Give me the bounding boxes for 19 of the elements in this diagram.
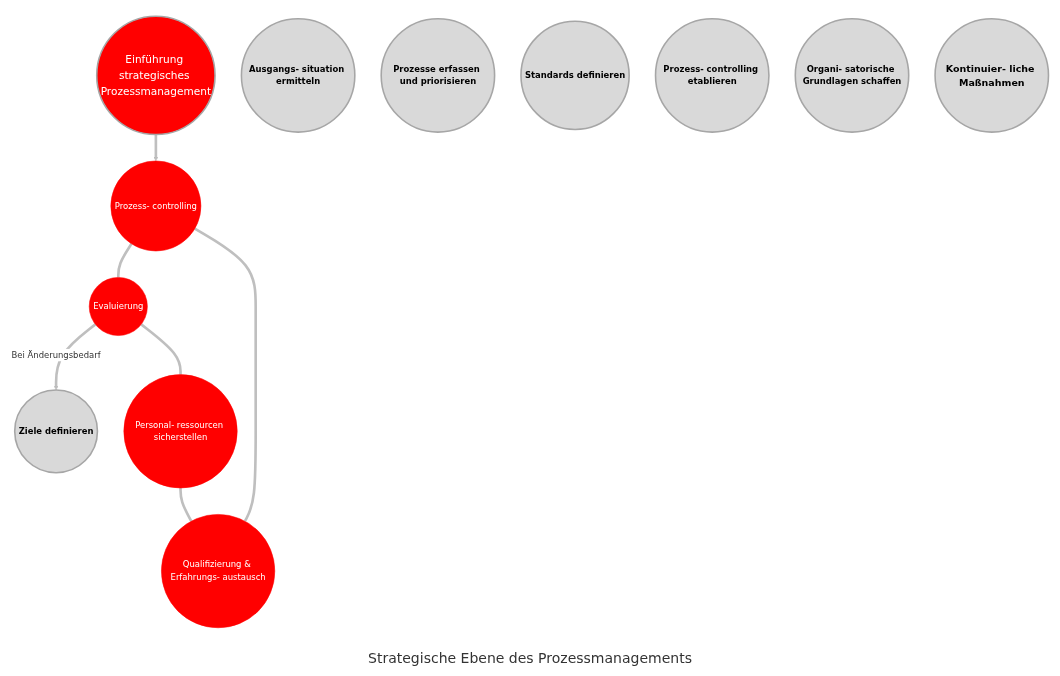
connector — [117, 243, 133, 278]
caption: Strategische Ebene des Prozessmanagements — [368, 649, 692, 668]
node-circle: Kontinuier- liche Maßnahmen — [934, 17, 1050, 133]
connector — [179, 488, 193, 522]
node-circle: Personal- ressourcen sicherstellen — [123, 374, 238, 489]
node-circle: Ausgangs- situation ermitteln — [240, 17, 356, 133]
node-circle: Prozess- controlling — [110, 160, 202, 252]
arrow — [153, 134, 159, 162]
node-circle: Ziele definieren — [13, 389, 99, 474]
connector — [140, 323, 182, 375]
edge-label: Bei Änderungsbedarf — [11, 349, 101, 360]
node-circle: Standards definieren — [520, 20, 630, 131]
node-circle: Prozesse erfassen und priorisieren — [380, 17, 496, 133]
node-circle: Organi- satorische Grundlagen schaffen — [794, 17, 910, 133]
node-circle: Einführung strategisches Prozessmanagement — [95, 15, 216, 136]
connector — [194, 227, 257, 522]
node-circle: Evaluierung — [88, 277, 148, 336]
node-circle: Prozess- controlling etablieren — [654, 17, 770, 133]
node-circle: Qualifizierung & Erfahrungs- austausch — [161, 514, 276, 629]
